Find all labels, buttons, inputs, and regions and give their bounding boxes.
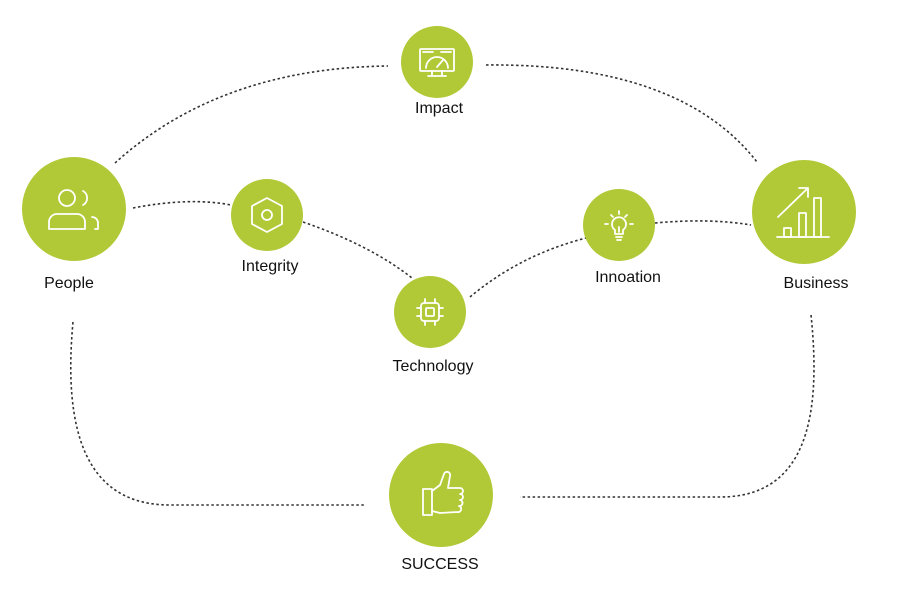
label-integrity: Integrity (241, 258, 299, 275)
connector-business-success (520, 314, 815, 498)
users-icon (48, 189, 99, 230)
node-business (752, 160, 856, 264)
connector-technology-innovation (469, 237, 587, 298)
hexagon-nut-icon (251, 197, 283, 233)
label-business: Business (783, 275, 849, 292)
connector-innovation-business (654, 220, 752, 226)
connector-people-impact (114, 65, 389, 164)
connector-people-success (70, 321, 365, 506)
node-technology (394, 276, 466, 348)
bar-chart-growth-icon (776, 187, 830, 238)
label-innovation: Innoation (595, 269, 661, 286)
node-success (389, 443, 493, 547)
thumbs-up-icon (422, 470, 464, 516)
connector-integrity-technology (302, 221, 413, 279)
connector-people-integrity (132, 200, 232, 209)
node-people (22, 157, 126, 261)
speedometer-monitor-icon (419, 48, 455, 77)
chip-icon (416, 298, 444, 326)
connector-impact-business (485, 64, 758, 163)
label-success: SUCCESS (401, 556, 479, 573)
node-integrity (231, 179, 303, 251)
label-technology: Technology (392, 358, 474, 375)
label-people: People (44, 275, 94, 292)
label-impact: Impact (414, 100, 464, 117)
node-innovation (583, 189, 655, 261)
lightbulb-icon (604, 210, 634, 241)
node-impact (401, 26, 473, 98)
